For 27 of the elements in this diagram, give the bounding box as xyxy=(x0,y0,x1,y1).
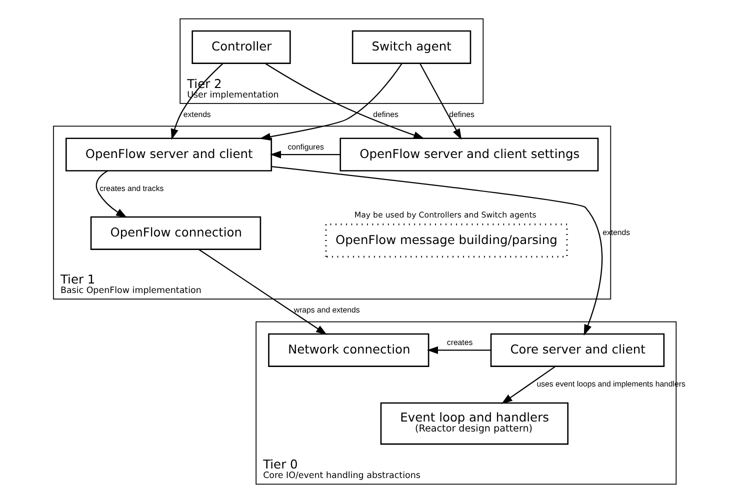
node-box: OpenFlow server and client settings xyxy=(340,138,599,172)
node-box: Switch agent xyxy=(352,30,472,64)
edge-label: creates and tracks xyxy=(100,184,164,193)
arrow xyxy=(260,63,402,141)
node-box: Controller xyxy=(192,30,291,64)
arrow xyxy=(265,63,425,139)
edge-label: wraps and extends xyxy=(294,305,360,314)
node-box: Core server and client xyxy=(490,333,665,367)
arrow xyxy=(501,366,556,404)
arrow xyxy=(198,248,328,335)
node-box: Network connection xyxy=(268,333,430,367)
edge-label: creates xyxy=(446,338,473,348)
arrow xyxy=(170,62,224,140)
edge-label: defines xyxy=(373,110,398,119)
node-box: Event loop and handlers (Reactor design pattern) xyxy=(380,402,569,445)
arrow xyxy=(96,170,128,218)
arrow xyxy=(270,150,340,158)
edge-label: defines xyxy=(449,110,474,119)
node-box: OpenFlow server and client xyxy=(66,138,272,172)
node-box: OpenFlow connection xyxy=(90,216,262,250)
node-label: May be used by Controllers and Switch agents xyxy=(354,210,536,220)
node-box: OpenFlow message building/parsing xyxy=(325,224,568,258)
arrow xyxy=(426,346,491,354)
arrow xyxy=(419,63,462,140)
arrow xyxy=(271,166,603,336)
edge-label: configures xyxy=(288,142,324,152)
edge-label: extends xyxy=(183,110,211,119)
